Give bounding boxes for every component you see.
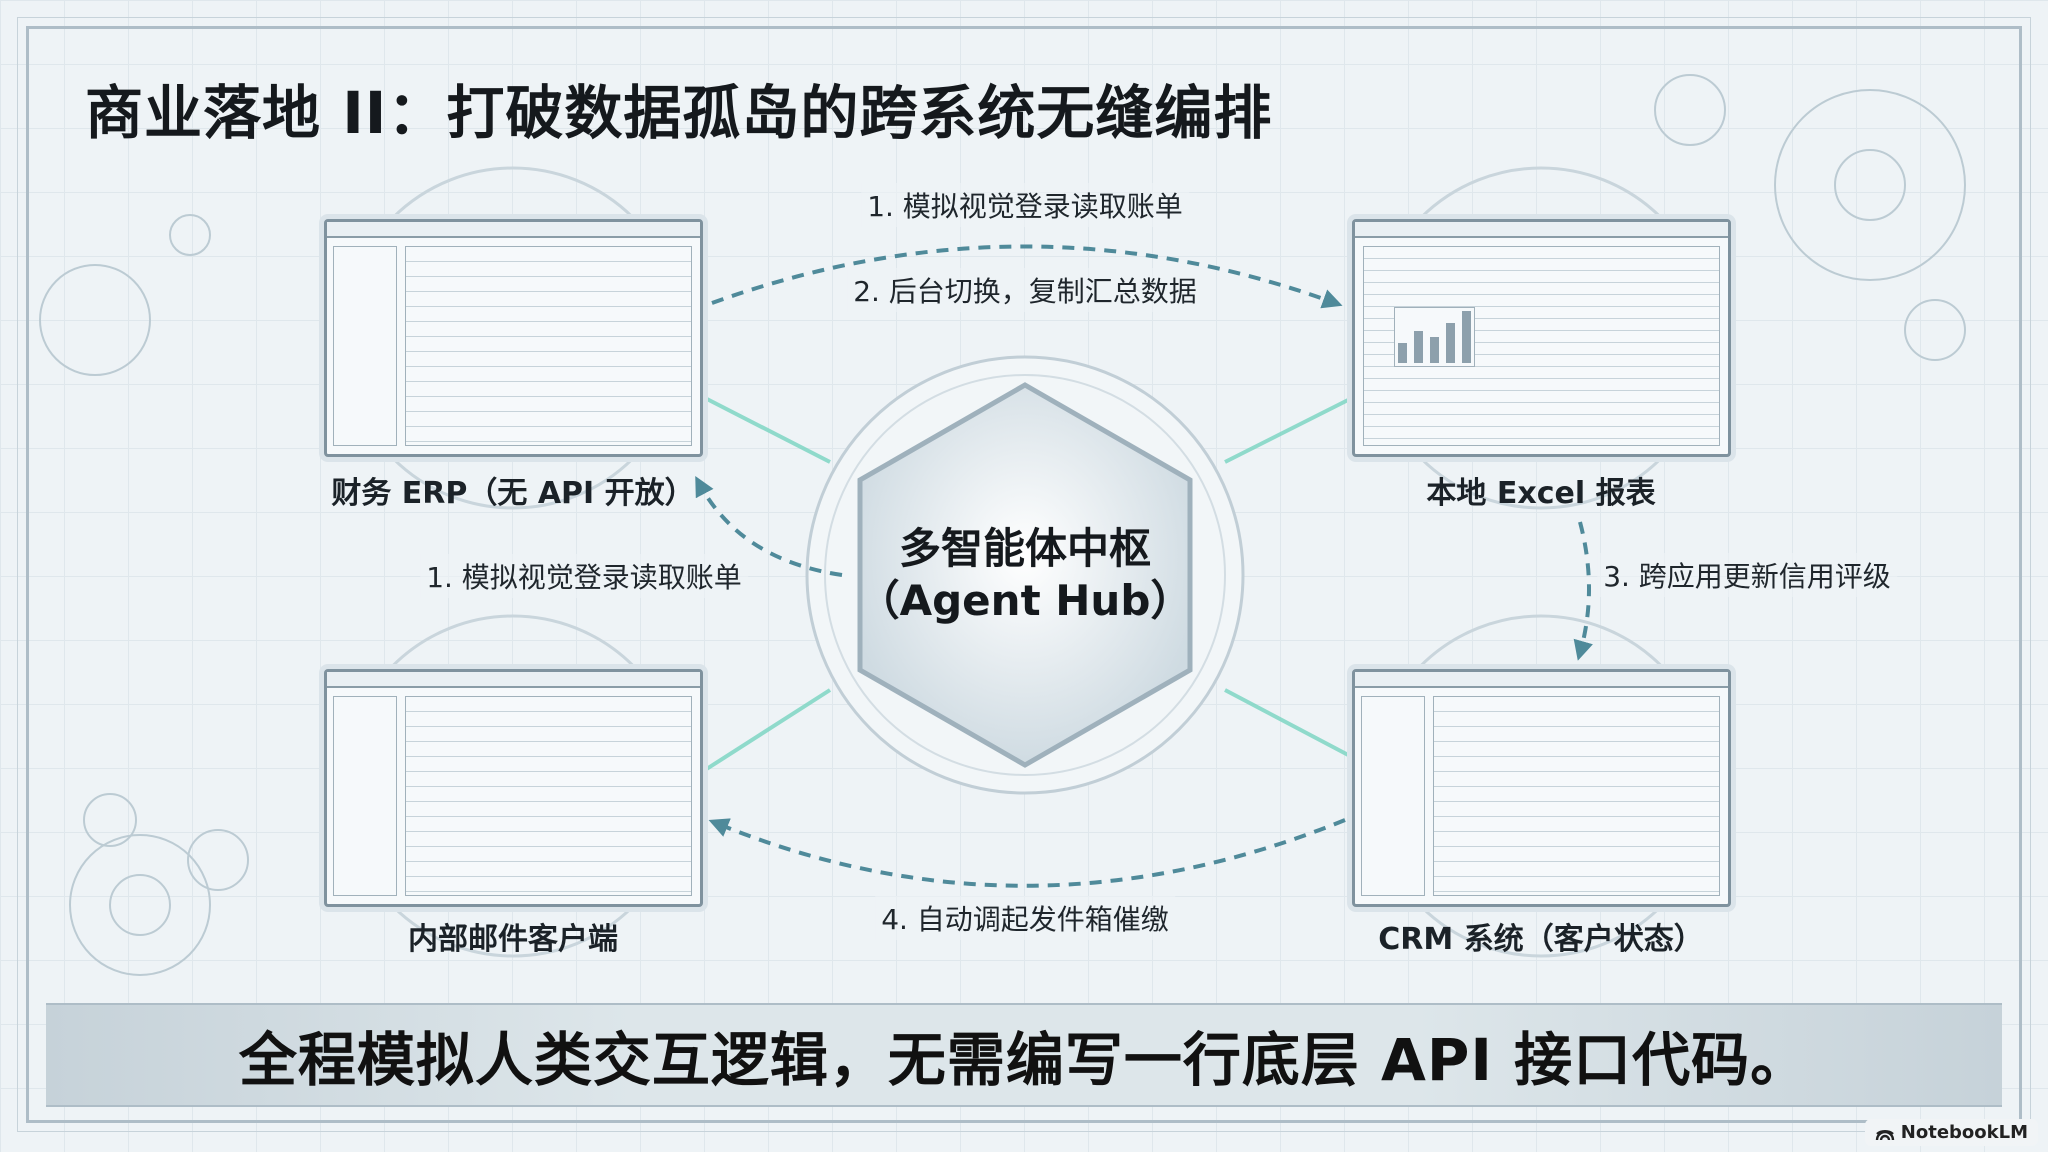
step-label-left1: 1. 模拟视觉登录读取账单 xyxy=(420,554,748,598)
hub-label-line2: （Agent Hub） xyxy=(857,576,1193,625)
hub-label: 多智能体中枢 （Agent Hub） xyxy=(858,523,1193,627)
mail-window-mockup xyxy=(324,669,703,907)
notebooklm-badge: NotebookLM xyxy=(1864,1119,2038,1146)
step-label-top1: 1. 模拟视觉登录读取账单 xyxy=(861,183,1189,227)
hub-links xyxy=(703,396,1353,772)
summary-banner: 全程模拟人类交互逻辑，无需编写一行底层 API 接口代码。 xyxy=(46,1003,2002,1107)
gear-decorations xyxy=(39,74,1966,976)
node-label-mail: 内部邮件客户端 xyxy=(408,922,618,957)
bar-chart-icon xyxy=(1394,307,1475,367)
step-label-top2: 2. 后台切换，复制汇总数据 xyxy=(847,268,1203,312)
flow-arrows xyxy=(695,244,1593,888)
page-title: 商业落地 II：打破数据孤岛的跨系统无缝编排 xyxy=(85,79,1273,147)
hub-hexagon xyxy=(857,382,1193,768)
blueprint-frame xyxy=(17,17,2031,1132)
node-label-erp: 财务 ERP（无 API 开放） xyxy=(331,476,695,511)
node-label-excel: 本地 Excel 报表 xyxy=(1426,476,1656,511)
node-label-crm: CRM 系统（客户状态） xyxy=(1378,922,1704,957)
badge-text: NotebookLM xyxy=(1900,1122,2028,1143)
notebooklm-logo-icon xyxy=(1875,1129,1894,1140)
erp-window-mockup xyxy=(324,219,703,457)
step-label-bottom4: 4. 自动调起发件箱催缴 xyxy=(875,896,1175,940)
banner-text: 全程模拟人类交互逻辑，无需编写一行底层 API 接口代码。 xyxy=(238,1026,1810,1094)
crm-window-mockup xyxy=(1352,669,1731,907)
step-label-right3: 3. 跨应用更新信用评级 xyxy=(1597,553,1897,597)
hub-label-line1: 多智能体中枢 xyxy=(898,524,1151,573)
excel-window-mockup xyxy=(1352,219,1731,457)
